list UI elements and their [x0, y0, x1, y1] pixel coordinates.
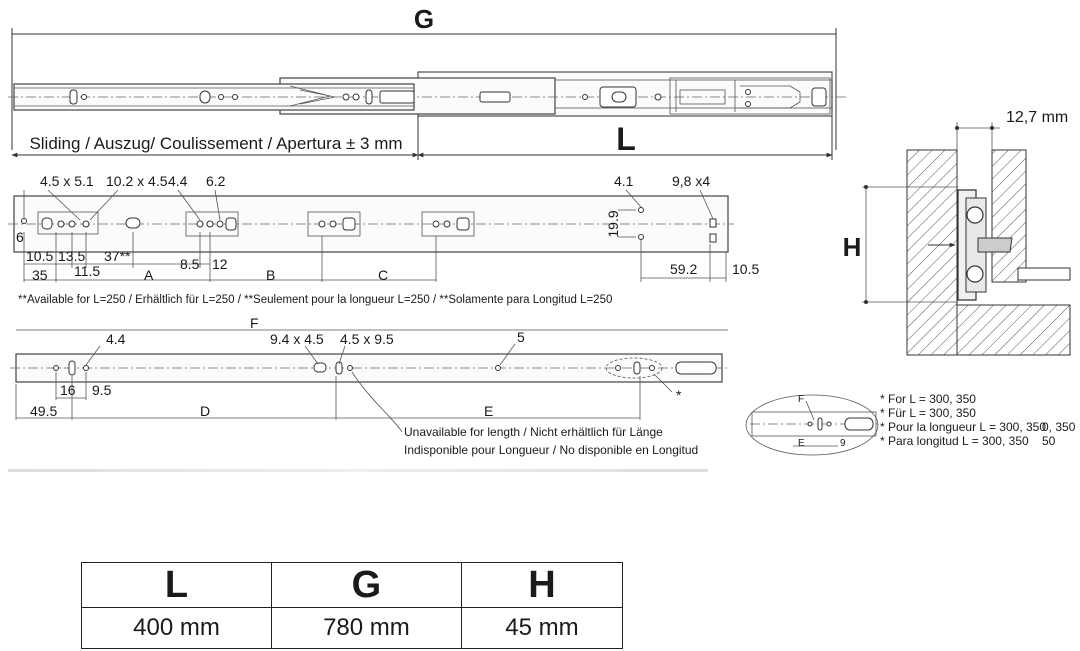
- dim-label: 9.4 x 4.5: [270, 331, 324, 347]
- dim-label: 11.5: [74, 263, 100, 279]
- dim-label: 12: [212, 256, 228, 272]
- sliding-text: Sliding / Auszug/ Coulissement / Apertur…: [29, 134, 402, 153]
- detail-note: * Für L = 300, 350: [880, 406, 976, 420]
- dim-label: 19.9: [605, 210, 621, 237]
- detail-note: * Para longitud L = 300, 350: [880, 434, 1029, 448]
- dim-label: 6.2: [206, 173, 226, 189]
- spec-value-l: 400 mm: [81, 607, 272, 649]
- spec-value-h: 45 mm: [460, 607, 624, 649]
- section-view: 12,7 mm H: [843, 109, 1071, 356]
- dim-label: E: [484, 403, 493, 419]
- dim-label: 4.4: [106, 331, 126, 347]
- spec-value-g: 780 mm: [270, 607, 462, 649]
- dim-label: C: [378, 267, 388, 283]
- dim-label: D: [200, 403, 210, 419]
- dim-label: 9.5: [92, 382, 112, 398]
- dim-label: 5: [517, 329, 525, 345]
- dim-label: 59.2: [670, 261, 697, 277]
- dim-label: 10.5: [732, 261, 759, 277]
- spec-value-row: 400 mm 780 mm 45 mm: [81, 607, 624, 649]
- dim-label: 35: [32, 267, 48, 283]
- dim-label: 49.5: [30, 403, 57, 419]
- unavailable-note-line2: Indisponible pour Longueur / No disponib…: [404, 443, 698, 457]
- dim-label: A: [144, 267, 154, 283]
- dim-label: 9,8 x4: [672, 173, 710, 189]
- dim-label: 10.2 x 4.5: [106, 173, 168, 189]
- dim-label: 37**: [104, 248, 131, 264]
- dim-label: 8.5: [180, 256, 200, 272]
- drawer-bottom: [956, 304, 1071, 356]
- unavailable-note-line1: Unavailable for length / Nicht erhältlic…: [404, 425, 663, 439]
- spec-header-l: L: [81, 562, 272, 608]
- detail-view: F E 9 * For L = 300, 350 * Für L = 300, …: [745, 392, 1076, 456]
- spec-header-g: G: [270, 562, 462, 608]
- detail-note: * Pour la longueur L = 300, 350: [880, 420, 1046, 434]
- dim-label: 4.5 x 9.5: [340, 331, 394, 347]
- dim-label: 4.1: [614, 173, 634, 189]
- dim-label: 10.5: [26, 248, 53, 264]
- detail-overflow: 50: [1042, 434, 1056, 448]
- dim-l-label: L: [616, 121, 636, 157]
- spec-header-h: H: [460, 562, 624, 608]
- spec-table: L G H 400 mm 780 mm 45 mm: [81, 562, 624, 649]
- availability-note: **Available for L=250 / Erhältlich für L…: [18, 294, 612, 306]
- dim-label: B: [266, 267, 275, 283]
- divider: [8, 469, 708, 472]
- dim-label: F: [250, 315, 259, 331]
- bottom-rail-view: F 4.4 9.4 x 4.5 4.5 x 9.5 5 16 9.5 49: [10, 315, 730, 457]
- detail-note: * For L = 300, 350: [880, 392, 976, 406]
- top-view: G: [8, 4, 846, 160]
- dim-label: 13.5: [58, 248, 85, 264]
- dim-g-label: G: [414, 4, 434, 34]
- dim-label: 6: [16, 229, 24, 245]
- height-label: H: [843, 232, 862, 262]
- dim-label: 4.4: [168, 173, 188, 189]
- detail-overflow: 0, 350: [1042, 420, 1076, 434]
- detail-label: 9: [840, 438, 846, 449]
- detail-label: E: [798, 438, 805, 449]
- mid-rail-view: 4.5 x 5.1 10.2 x 4.5 4.4 6.2 4.1 9,8 x4 …: [8, 173, 759, 306]
- cabinet-side: [906, 149, 958, 356]
- width-label: 12,7 mm: [1006, 109, 1068, 126]
- asterisk-marker: *: [676, 387, 682, 403]
- drawer-side: [991, 149, 1027, 283]
- detail-label: F: [798, 394, 804, 405]
- dim-label: 4.5 x 5.1: [40, 173, 94, 189]
- spec-header-row: L G H: [81, 562, 624, 608]
- dim-label: 16: [60, 382, 76, 398]
